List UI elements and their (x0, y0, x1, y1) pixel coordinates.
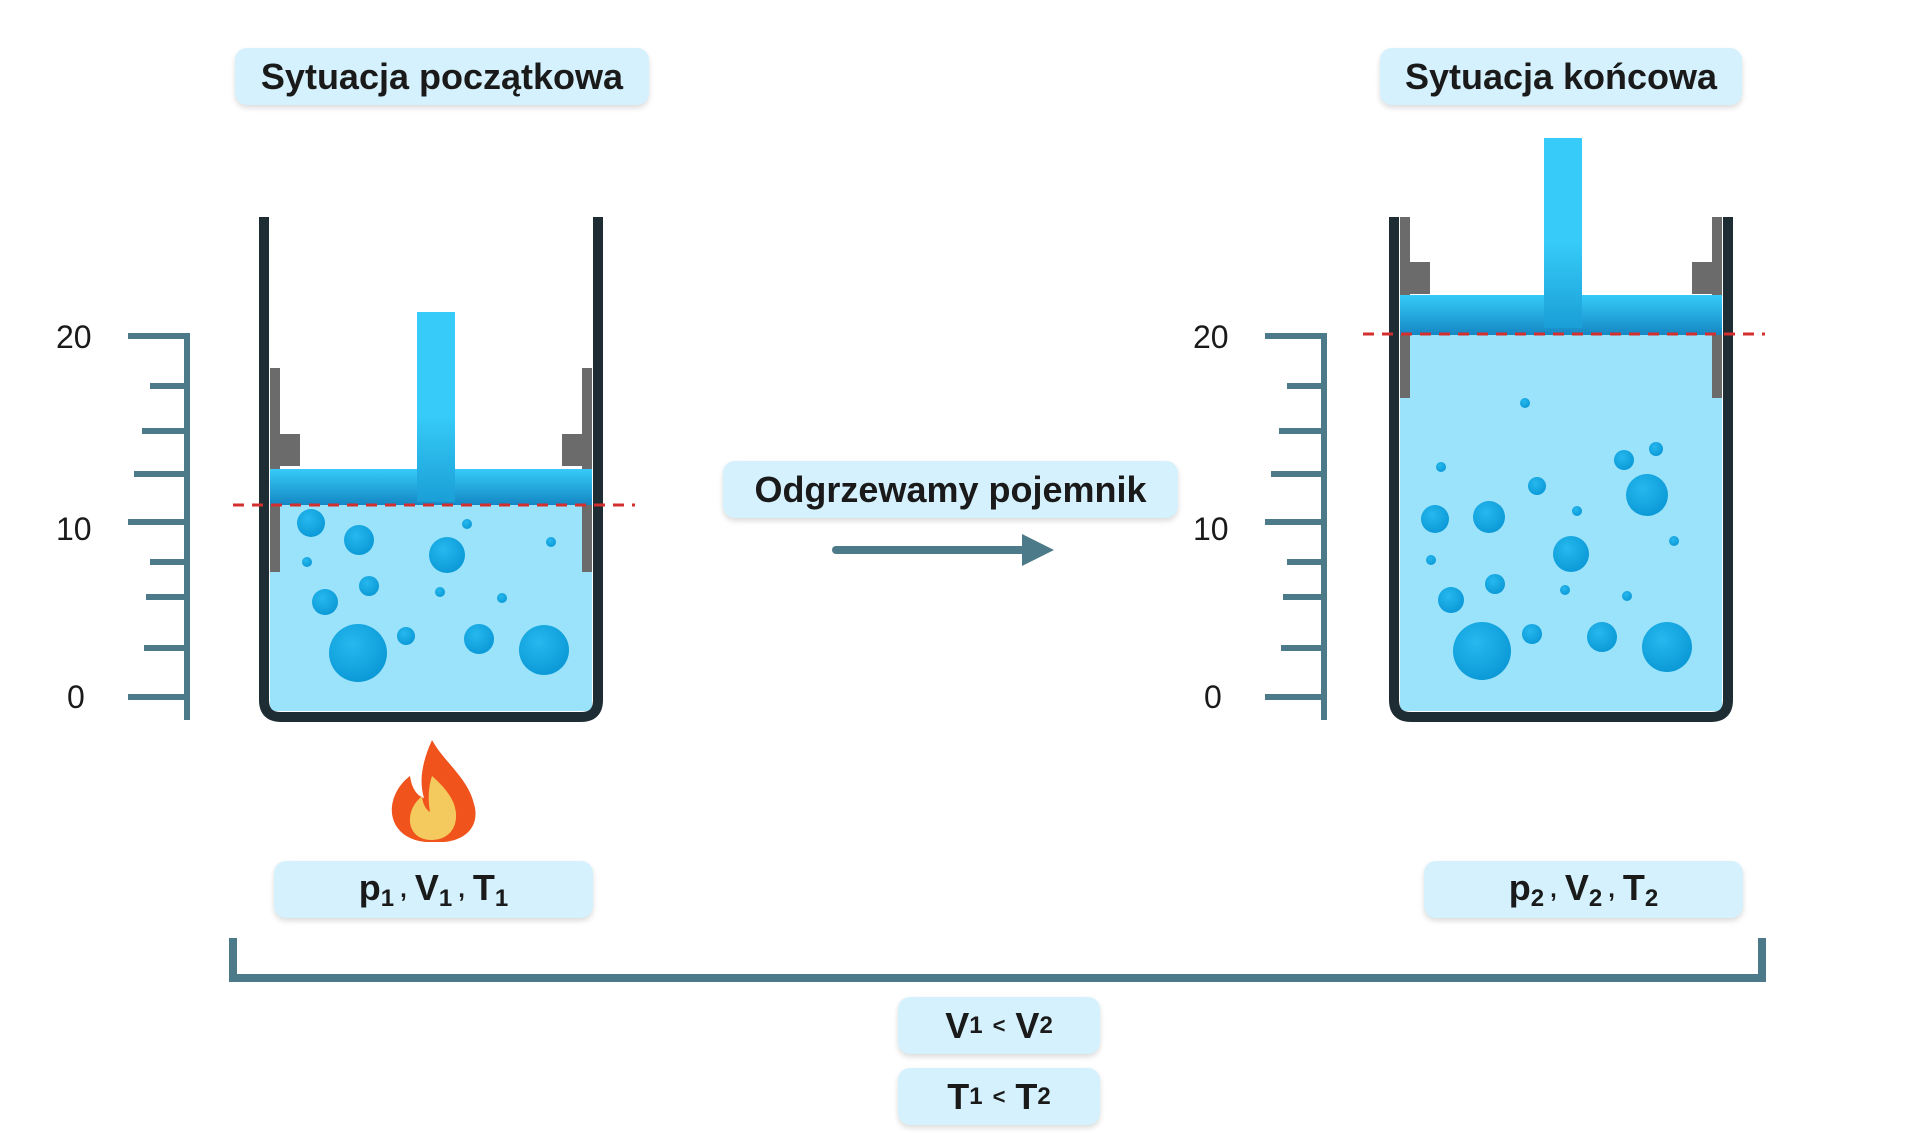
process-label: Odgrzewamy pojemnik (723, 461, 1178, 518)
scale-left (128, 333, 190, 720)
initial-params: p1 , V1 , T1 (274, 861, 593, 918)
bubbles-initial (297, 509, 569, 682)
final-state-title-text: Sytuacja końcowa (1404, 55, 1718, 97)
container-final (1363, 138, 1765, 722)
arrow-right-icon (832, 534, 1054, 566)
bubbles-final (1421, 398, 1692, 680)
scale-right-label-0: 0 (1204, 679, 1222, 715)
container-initial (233, 217, 635, 722)
cylinder-wall-final (1389, 217, 1733, 722)
scale-left-label-20: 20 (56, 319, 92, 355)
param-p2: p2 (1508, 866, 1545, 912)
fire-icon (391, 740, 476, 842)
param-v2: V2 (1564, 866, 1603, 912)
initial-state-title: Sytuacja początkowa (235, 48, 649, 105)
scale-right-label-20: 20 (1193, 319, 1229, 355)
param-v1: V1 (414, 866, 453, 912)
scale-left-label-10: 10 (56, 511, 92, 547)
piston-rod-initial (417, 312, 455, 502)
param-t2: T2 (1622, 866, 1659, 912)
process-label-text: Odgrzewamy pojemnik (754, 468, 1147, 510)
scale-right-label-10: 10 (1193, 511, 1229, 547)
scale-left-label-0: 0 (67, 679, 85, 715)
comparison-bracket (229, 938, 1766, 982)
cylinder-wall-initial (259, 217, 603, 722)
piston-rod-final (1544, 138, 1582, 328)
param-t1: T1 (472, 866, 509, 912)
initial-state-title-text: Sytuacja początkowa (260, 55, 624, 97)
final-state-title: Sytuacja końcowa (1380, 48, 1742, 105)
scale-right (1265, 333, 1327, 720)
final-params: p2 , V2 , T2 (1424, 861, 1743, 918)
param-p1: p1 (358, 866, 395, 912)
